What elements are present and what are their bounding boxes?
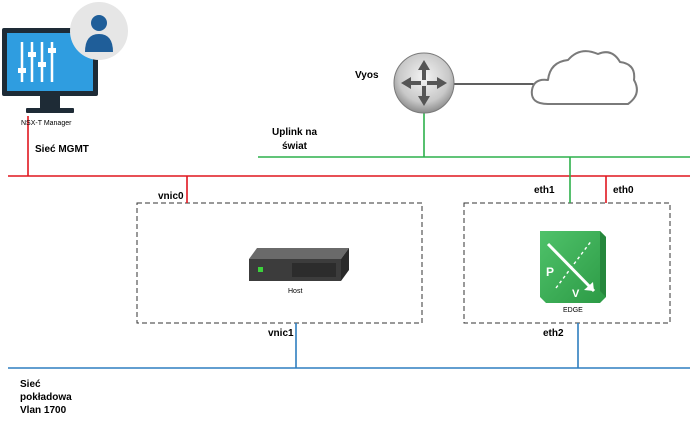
host-box [136, 202, 423, 324]
mgmt-network-label: Sieć MGMT [35, 144, 89, 155]
server-icon [249, 248, 349, 281]
host-label: Host [288, 288, 303, 295]
vlan-label-line3: Vlan 1700 [20, 405, 67, 416]
router-label: Vyos [355, 70, 379, 81]
vlan-label-line1: Sieć [20, 379, 41, 390]
eth2-label: eth2 [543, 328, 564, 339]
cloud-icon [530, 50, 638, 105]
router-icon [393, 52, 455, 114]
edge-label: EDGE [563, 307, 583, 314]
vnic1-label: vnic1 [268, 328, 294, 339]
edge-box [463, 202, 671, 324]
svg-text:V: V [572, 288, 580, 300]
eth1-label: eth1 [534, 185, 555, 196]
nsx-manager-label: NSX-T Manager [21, 120, 72, 127]
uplink-label-line2: świat [282, 141, 308, 152]
user-icon [70, 2, 128, 60]
uplink-label-line1: Uplink na [272, 127, 318, 138]
svg-text:P: P [546, 265, 554, 279]
edge-icon: P V [540, 231, 606, 303]
vnic0-label: vnic0 [158, 191, 184, 202]
vlan-label-line2: pokładowa [20, 392, 72, 403]
eth0-label: eth0 [613, 185, 634, 196]
